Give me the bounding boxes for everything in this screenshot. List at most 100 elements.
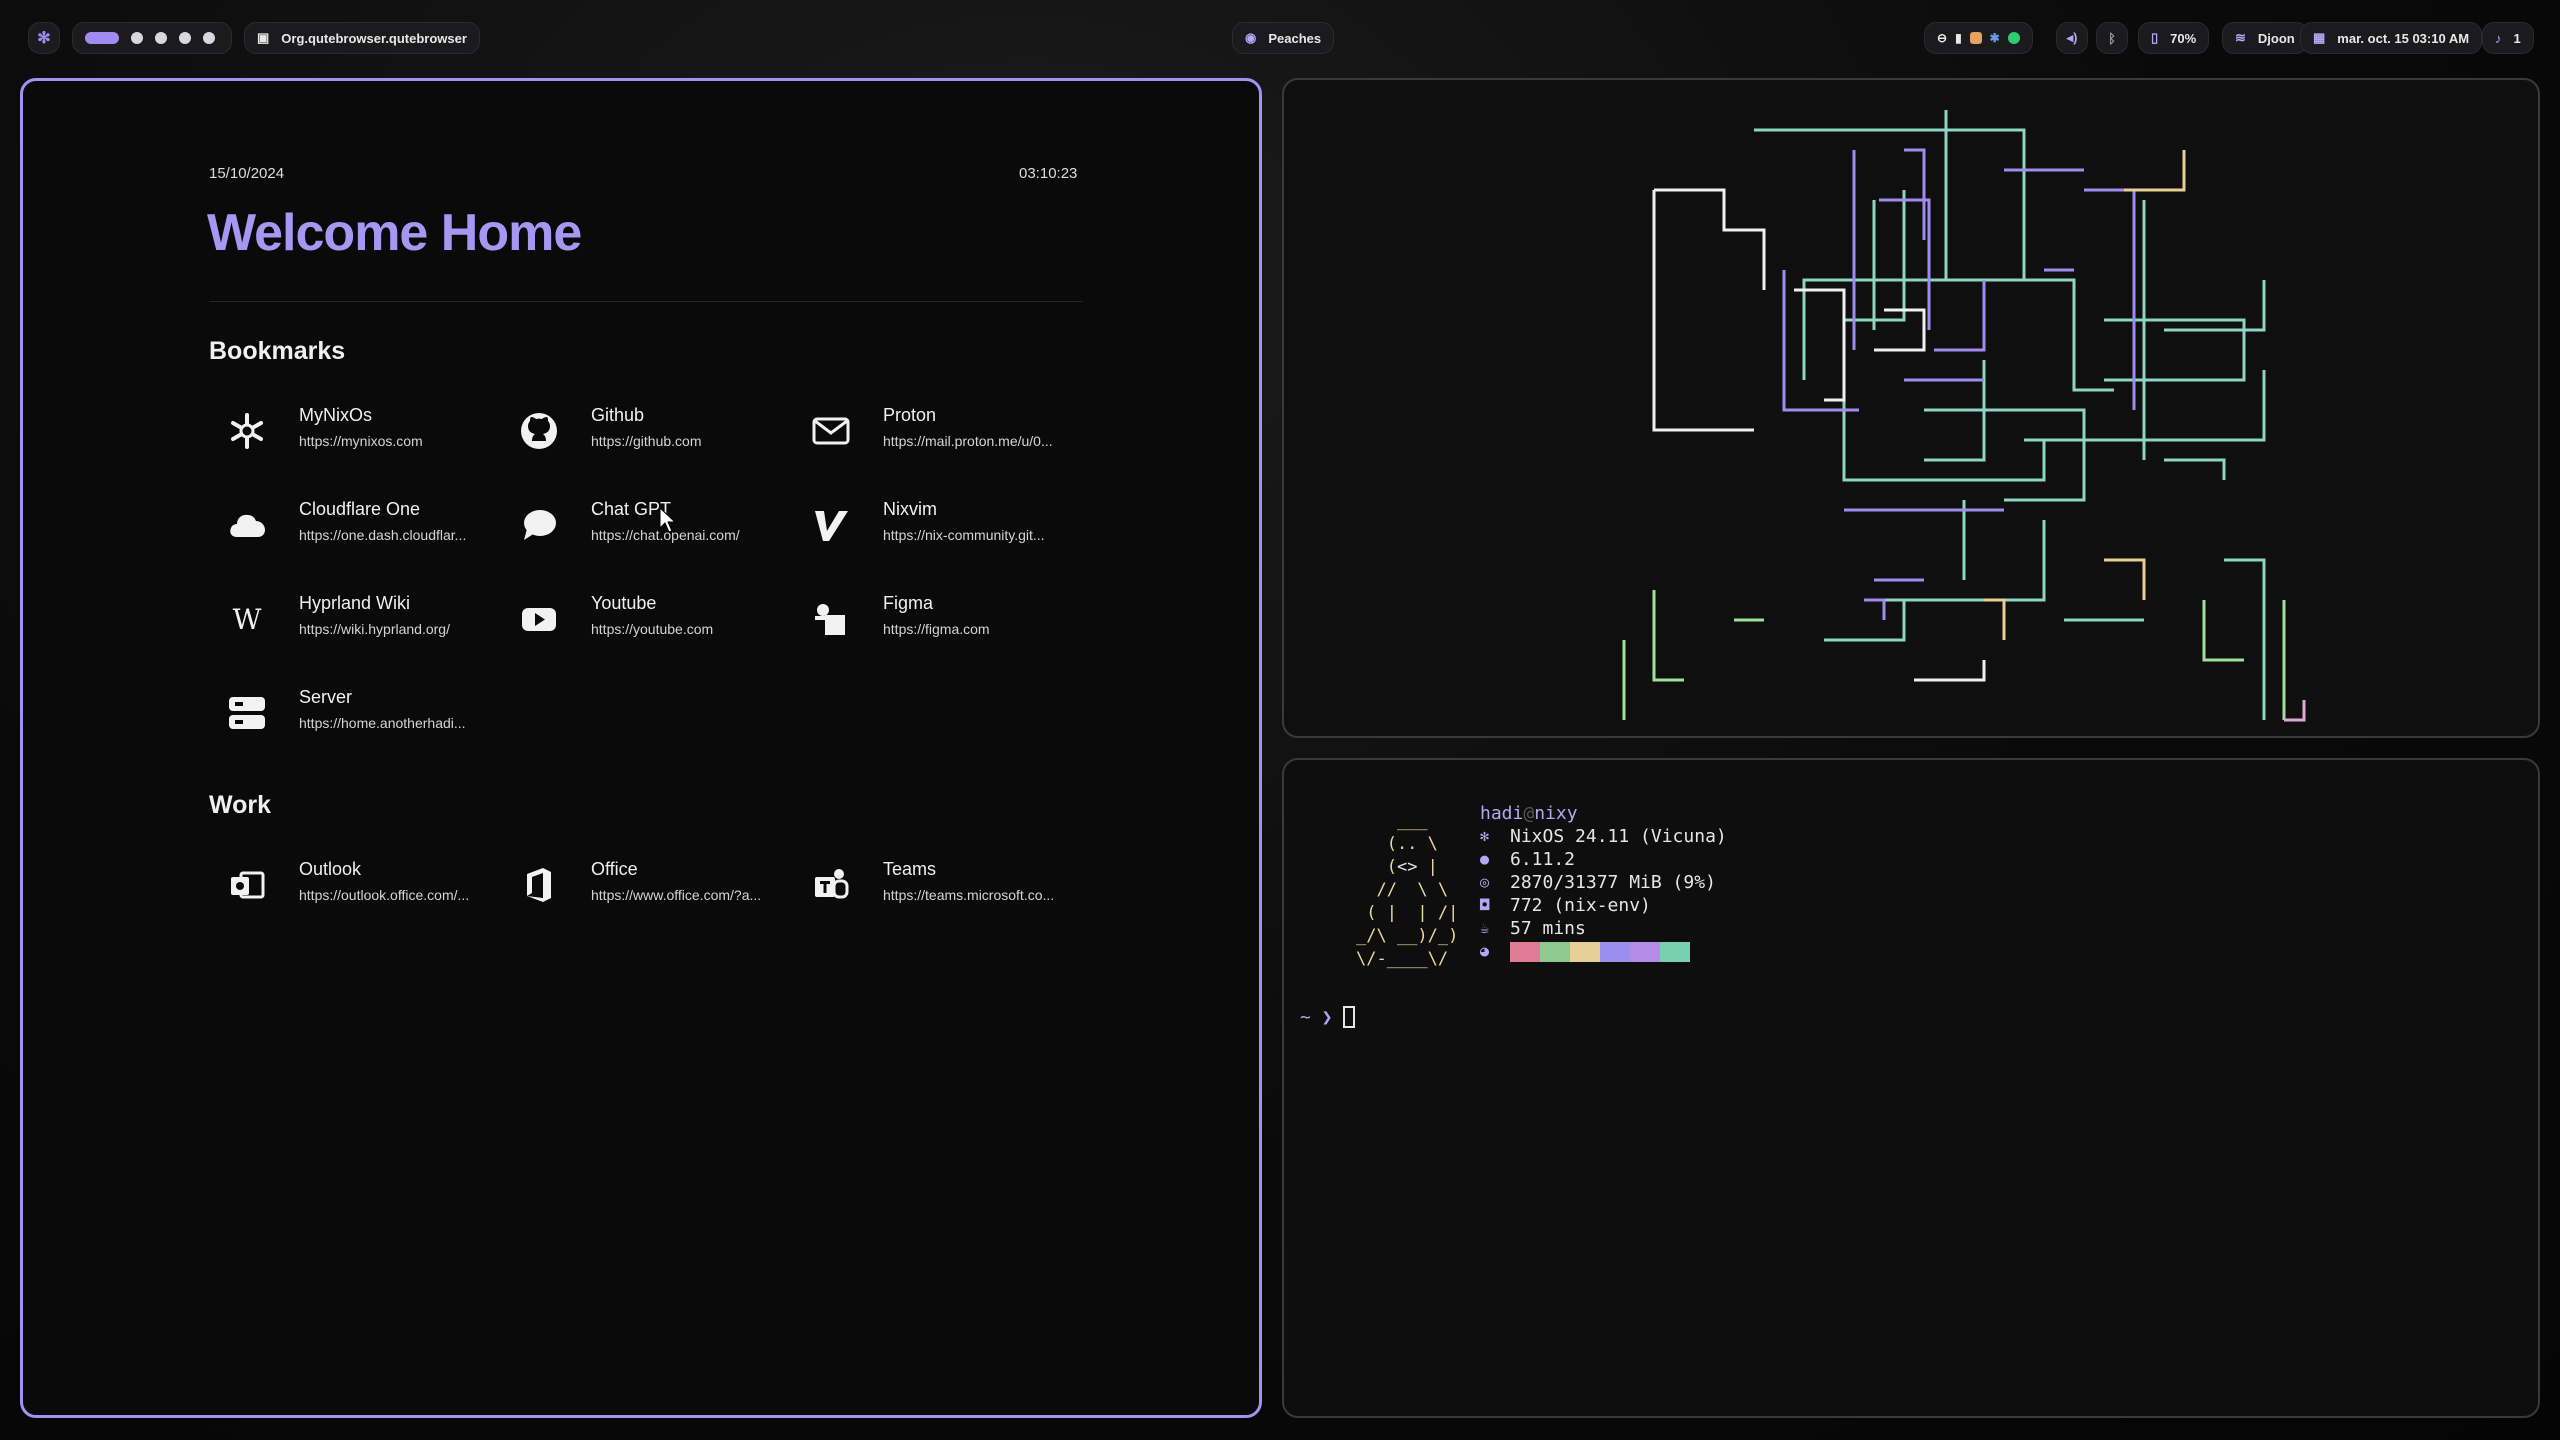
- pipes-window[interactable]: [1282, 78, 2540, 738]
- youtube-icon: [522, 608, 556, 631]
- kernel-icon: ●: [1480, 850, 1490, 868]
- bookmark-github[interactable]: Github https://github.com: [501, 395, 781, 465]
- palette-swatch: [1630, 941, 1660, 962]
- bookmark-url: https://one.dash.cloudflar...: [299, 527, 467, 543]
- bookmark-server[interactable]: Server https://home.anotherhadi...: [209, 677, 489, 747]
- top-bar: ✻ ▣ Org.qutebrowser.qutebrowser ◉ Peache…: [0, 0, 2560, 76]
- bookmark-url: https://home.anotherhadi...: [299, 715, 466, 731]
- bookmark-url: https://outlook.office.com/...: [299, 887, 470, 903]
- bookmark-cloudflare[interactable]: Cloudflare One https://one.dash.cloudfla…: [209, 489, 489, 559]
- notifications-button[interactable]: ♪ 1: [2482, 22, 2534, 54]
- palette-row: ◕: [1480, 940, 1727, 963]
- tray: ⊖ ▮ ✱: [1924, 22, 2033, 54]
- battery-icon: ▯: [2151, 30, 2159, 45]
- bookmark-name: Github: [591, 405, 645, 425]
- chat-bubble-icon: [524, 510, 556, 540]
- bookmark-url: https://chat.openai.com/: [591, 527, 740, 543]
- vim-icon: [815, 511, 848, 541]
- bluetooth-button[interactable]: ᛒ: [2096, 22, 2128, 54]
- bookmark-proton[interactable]: Proton https://mail.proton.me/u/0...: [793, 395, 1073, 465]
- bell-icon: ♪: [2495, 30, 2502, 46]
- volume-icon: ◂): [2066, 30, 2078, 45]
- coffee-icon: ☕: [1480, 919, 1490, 937]
- music-disc-icon: ◉: [1245, 30, 1257, 45]
- window-icon: ▣: [257, 30, 270, 45]
- bookmark-figma[interactable]: Figma https://figma.com: [793, 583, 1073, 653]
- bluetooth-tray-icon[interactable]: ✱: [1989, 31, 2000, 45]
- battery-level: 70%: [2170, 30, 2197, 46]
- notification-count: 1: [2513, 30, 2521, 46]
- bookmark-name: Cloudflare One: [299, 499, 421, 519]
- media-title: Peaches: [1268, 30, 1322, 46]
- clock[interactable]: ▦ mar. oct. 15 03:10 AM: [2300, 22, 2483, 54]
- palette-swatch: [1600, 941, 1630, 962]
- media-player[interactable]: ◉ Peaches: [1232, 22, 1335, 54]
- bookmark-office[interactable]: Office https://www.office.com/?a...: [501, 849, 781, 919]
- bookmark-url: https://mail.proton.me/u/0...: [883, 433, 1053, 449]
- wifi-icon: ≋: [2235, 30, 2246, 45]
- bookmark-url: https://teams.microsoft.co...: [883, 887, 1055, 903]
- launcher-button[interactable]: ✻: [28, 22, 60, 54]
- spotify-icon[interactable]: [2007, 32, 2020, 44]
- bookmark-url: https://github.com: [591, 433, 702, 449]
- browser-window[interactable]: 15/10/2024 03:10:23 Welcome Home Bookmar…: [20, 78, 1262, 1418]
- bookmark-outlook[interactable]: Outlook https://outlook.office.com/...: [209, 849, 489, 919]
- mail-icon: [812, 417, 850, 445]
- bookmark-url: https://wiki.hyprland.org/: [299, 621, 450, 637]
- workspace-2[interactable]: [131, 32, 143, 44]
- battery-indicator[interactable]: ▯ 70%: [2138, 22, 2210, 54]
- workspace-4[interactable]: [179, 32, 191, 44]
- tray-icon-2[interactable]: ▮: [1955, 31, 1962, 45]
- user-host: hadi@nixy: [1480, 802, 1727, 825]
- homepage-date: 15/10/2024: [209, 165, 285, 182]
- bookmark-name: Proton: [883, 405, 937, 425]
- bookmark-url: https://youtube.com: [591, 621, 714, 637]
- bookmark-nixvim[interactable]: Nixvim https://nix-community.git...: [793, 489, 1073, 559]
- wikipedia-icon: W: [233, 603, 262, 636]
- bookmark-hyprland-wiki[interactable]: W Hyprland Wiki https://wiki.hyprland.or…: [209, 583, 489, 653]
- bookmark-youtube[interactable]: Youtube https://youtube.com: [501, 583, 781, 653]
- palette-swatch: [1540, 941, 1570, 962]
- bookmark-url: https://figma.com: [883, 621, 990, 637]
- shell-prompt[interactable]: ~ ❯: [1300, 1006, 1355, 1028]
- mouse-cursor-icon: [659, 507, 677, 533]
- workspace-1-active[interactable]: [85, 32, 119, 44]
- tray-icon-3[interactable]: [1969, 32, 1982, 44]
- active-window: ▣ Org.qutebrowser.qutebrowser: [244, 22, 480, 54]
- bookmark-name: Figma: [883, 593, 934, 613]
- nix-icon: ✻: [1480, 827, 1490, 845]
- terminal-window[interactable]: ___ (.. \ (<> | // \ \ ( | | /| _/\ __)/…: [1282, 758, 2540, 1418]
- calendar-icon: ▦: [2313, 30, 2326, 45]
- bookmark-teams[interactable]: Teams https://teams.microsoft.co...: [793, 849, 1073, 919]
- bookmark-url: https://nix-community.git...: [883, 527, 1045, 543]
- palette-swatch: [1570, 941, 1600, 962]
- memory-icon: ◎: [1480, 873, 1490, 891]
- workspaces: [72, 22, 232, 54]
- github-icon: [521, 413, 557, 449]
- username: hadi: [1480, 803, 1524, 824]
- volume-button[interactable]: ◂): [2056, 22, 2088, 54]
- fastfetch-info: hadi@nixy ✻NixOS 24.11 (Vicuna) ●6.11.2 …: [1480, 802, 1727, 963]
- homepage-time: 03:10:23: [1019, 165, 1078, 182]
- uptime-row: ☕57 mins: [1480, 917, 1727, 940]
- palette-swatch: [1660, 941, 1690, 962]
- tray-icon-1[interactable]: ⊖: [1937, 31, 1948, 45]
- bookmark-mynixos[interactable]: MyNixOs https://mynixos.com: [209, 395, 489, 465]
- bookmark-chatgpt[interactable]: Chat GPT https://chat.openai.com/: [501, 489, 781, 559]
- palette-swatch: [1510, 941, 1540, 962]
- kernel-row: ● 6.11.2: [1480, 848, 1727, 871]
- workspace-3[interactable]: [155, 32, 167, 44]
- bookmark-name: Server: [299, 687, 353, 707]
- nix-snowflake-icon: ✻: [37, 30, 51, 47]
- wifi-indicator[interactable]: ≋ Djoon: [2222, 22, 2308, 54]
- memory-row: ◎2870/31377 MiB (9%): [1480, 871, 1727, 894]
- workspace-5[interactable]: [203, 32, 215, 44]
- bookmark-name: Outlook: [299, 859, 362, 879]
- bookmark-name: Nixvim: [883, 499, 937, 519]
- bookmark-name: Youtube: [591, 593, 657, 613]
- office-icon: [527, 868, 551, 902]
- kernel-value: 6.11.2: [1510, 849, 1576, 870]
- hostname: nixy: [1534, 803, 1578, 824]
- package-icon: ◘: [1480, 896, 1490, 914]
- bookmark-url: https://mynixos.com: [299, 433, 423, 449]
